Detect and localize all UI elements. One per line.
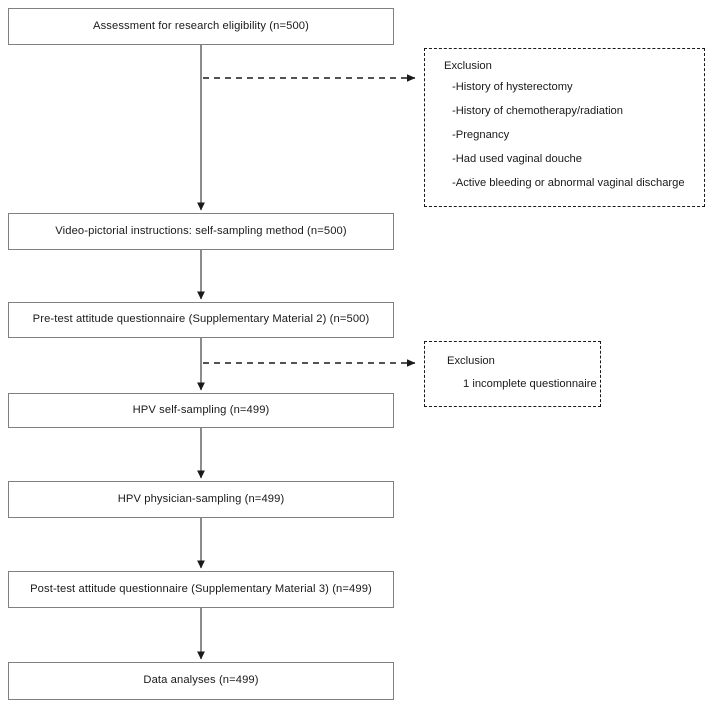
node-label: Assessment for research eligibility (n=5…	[93, 19, 309, 32]
node-label: Post-test attitude questionnaire (Supple…	[30, 582, 372, 595]
exclusion-title: Exclusion	[444, 60, 492, 72]
exclusion-item: 1 incomplete questionnaire	[463, 378, 597, 390]
exclusion-item: -Had used vaginal douche	[452, 153, 582, 165]
exclusion-box-1[interactable]: Exclusion -History of hysterectomy -Hist…	[424, 48, 705, 207]
exclusion-item: -Active bleeding or abnormal vaginal dis…	[452, 177, 685, 189]
node-pretest[interactable]: Pre-test attitude questionnaire (Supplem…	[8, 302, 394, 338]
node-label: Data analyses (n=499)	[143, 674, 259, 687]
exclusion-item: -History of hysterectomy	[452, 81, 573, 93]
node-self-sampling[interactable]: HPV self-sampling (n=499)	[8, 393, 394, 428]
exclusion-box-2[interactable]: Exclusion 1 incomplete questionnaire	[424, 341, 601, 407]
node-video[interactable]: Video-pictorial instructions: self-sampl…	[8, 213, 394, 250]
node-physician-sampling[interactable]: HPV physician-sampling (n=499)	[8, 481, 394, 518]
exclusion-title: Exclusion	[447, 355, 495, 367]
exclusion-item: -Pregnancy	[452, 129, 510, 141]
node-posttest[interactable]: Post-test attitude questionnaire (Supple…	[8, 571, 394, 608]
node-label: Pre-test attitude questionnaire (Supplem…	[32, 313, 370, 326]
node-label: Video-pictorial instructions: self-sampl…	[55, 224, 347, 237]
exclusion-item: -History of chemotherapy/radiation	[452, 105, 623, 117]
node-label: HPV self-sampling (n=499)	[132, 403, 270, 416]
node-label: HPV physician-sampling (n=499)	[117, 492, 285, 505]
node-data-analyses[interactable]: Data analyses (n=499)	[8, 662, 394, 700]
node-assessment[interactable]: Assessment for research eligibility (n=5…	[8, 8, 394, 45]
